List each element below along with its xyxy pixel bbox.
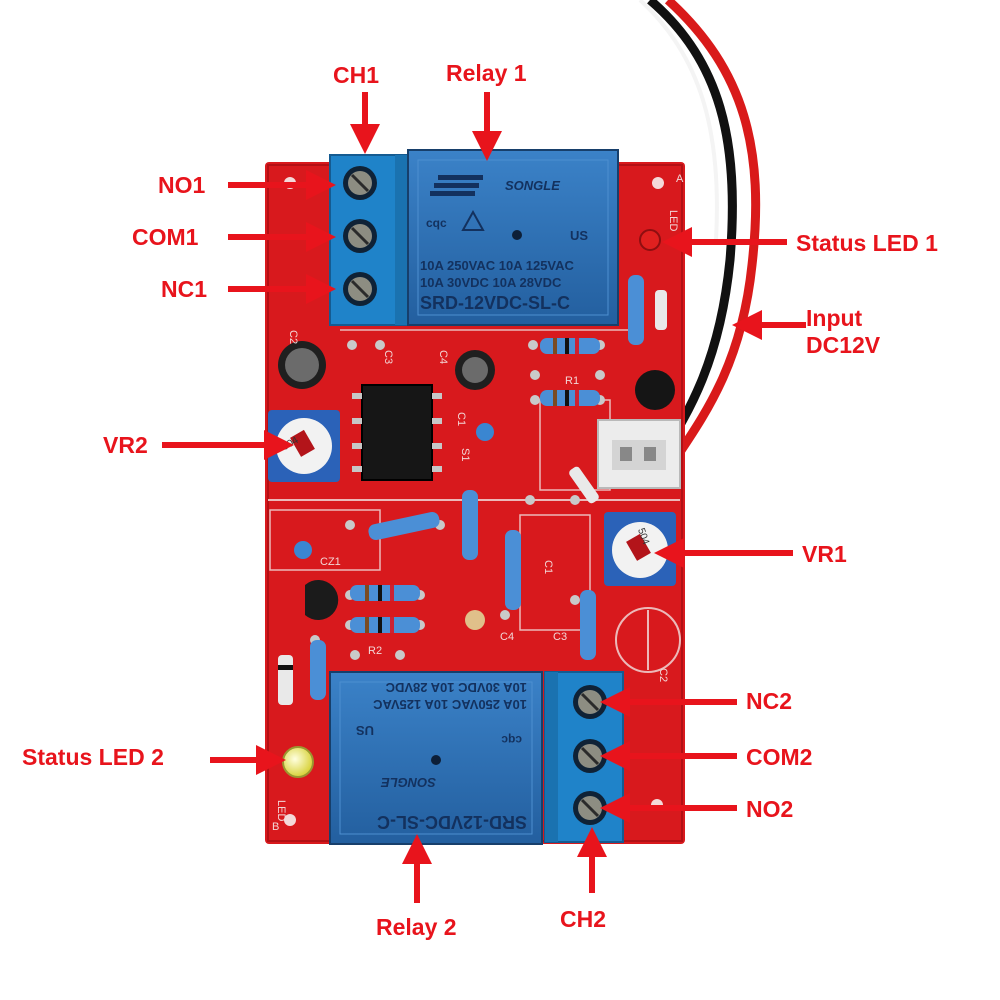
- capacitor-right: [635, 370, 675, 410]
- resistor: [350, 585, 420, 601]
- silk-c1-b: C1: [542, 560, 554, 574]
- relay-1-cert: cqc: [426, 216, 447, 230]
- relay-1-rating-2: 10A 30VDC 10A 28VDC: [420, 275, 562, 290]
- terminal-block-1: [329, 154, 409, 326]
- silk-a: A: [676, 173, 684, 185]
- ic-chip: [352, 384, 442, 481]
- label-no2: NO2: [746, 796, 794, 822]
- resistors: [310, 275, 644, 700]
- capacitor-c4-top: [455, 350, 495, 390]
- silk-s1: S1: [459, 448, 471, 461]
- silk-c3-b: C3: [553, 631, 567, 643]
- resistor: [350, 617, 420, 633]
- silk-b: B: [272, 821, 279, 833]
- label-ch2: CH2: [560, 906, 607, 932]
- label-ch1: CH1: [333, 62, 380, 88]
- label-no1: NO1: [158, 172, 206, 198]
- resistor: [462, 490, 478, 560]
- silk-cz1: CZ1: [320, 556, 341, 568]
- resistor: [310, 640, 326, 700]
- silk-led-b: LED: [275, 800, 287, 821]
- diodes: [278, 290, 667, 705]
- silk-c2: C2: [287, 330, 299, 344]
- label-input: Input DC12V: [806, 305, 880, 359]
- label-relay1: Relay 1: [446, 60, 527, 86]
- trimmer-vr1: 504: [604, 512, 676, 586]
- input-wires: [638, 0, 761, 458]
- relay-1-ul: US: [570, 228, 588, 243]
- relay-1-brand: SONGLE: [505, 178, 560, 193]
- relay-1-rating-1: 10A 250VAC 10A 125VAC: [420, 258, 575, 273]
- relay-2-brand: SONGLE: [381, 775, 436, 790]
- capacitor-c2-top: [278, 341, 326, 389]
- silk-c2-b: C2: [657, 668, 669, 682]
- capacitor-c2-outline: [615, 607, 681, 673]
- label-nc1: NC1: [161, 276, 208, 302]
- label-vr1: VR1: [802, 541, 847, 567]
- relay-1-model: SRD-12VDC-SL-C: [420, 293, 570, 313]
- label-input-line1: Input: [806, 305, 863, 331]
- resistor: [540, 338, 600, 354]
- silk-led-a: LED: [667, 210, 679, 231]
- status-led-2: [282, 746, 314, 778]
- relay-1-warning-icon: [461, 209, 485, 231]
- silk-r1: R1: [565, 375, 579, 387]
- silk-r2: R2: [368, 645, 382, 657]
- label-relay2: Relay 2: [376, 914, 457, 940]
- label-status-led2: Status LED 2: [22, 744, 164, 770]
- label-nc2: NC2: [746, 688, 793, 714]
- relay-2-rating-1: 10A 250VAC 10A 125VAC: [372, 697, 527, 712]
- silk-c4-b: C4: [500, 631, 514, 643]
- relay-2-cert: cqc: [501, 733, 522, 747]
- transistors: [305, 580, 339, 620]
- relay-2-rating-2: 10A 30VDC 10A 28VDC: [385, 680, 527, 695]
- relay-2-ul: US: [356, 723, 374, 738]
- resistor: [505, 530, 521, 610]
- silkscreen: C2 C3 C4 R1 R2 CZ1 C1 C1 C4 C3 C2 S1 LED…: [272, 173, 684, 833]
- label-com1: COM1: [132, 224, 199, 250]
- resistor: [580, 590, 596, 660]
- silk-c3: C3: [382, 350, 394, 364]
- callout-arrows: [162, 92, 806, 903]
- relay-2: SONGLE cqc US 10A 250VAC 10A 125VAC 10A …: [329, 671, 543, 845]
- ceramic-capacitors: [294, 423, 494, 630]
- silk-c4: C4: [437, 350, 449, 364]
- resistor: [540, 390, 600, 406]
- power-connector: [597, 419, 681, 489]
- label-input-line2: DC12V: [806, 332, 881, 358]
- relay-2-model: SRD-12VDC-SL-C: [377, 812, 527, 832]
- status-led-1: [639, 229, 661, 251]
- label-vr2: VR2: [103, 432, 148, 458]
- relay-1: SONGLE cqc US 10A 250VAC 10A 125VAC 10A …: [407, 149, 619, 326]
- resistor: [628, 275, 644, 345]
- label-com2: COM2: [746, 744, 813, 770]
- label-status-led1: Status LED 1: [796, 230, 938, 256]
- resistor: [368, 511, 440, 541]
- silk-c1: C1: [455, 412, 467, 426]
